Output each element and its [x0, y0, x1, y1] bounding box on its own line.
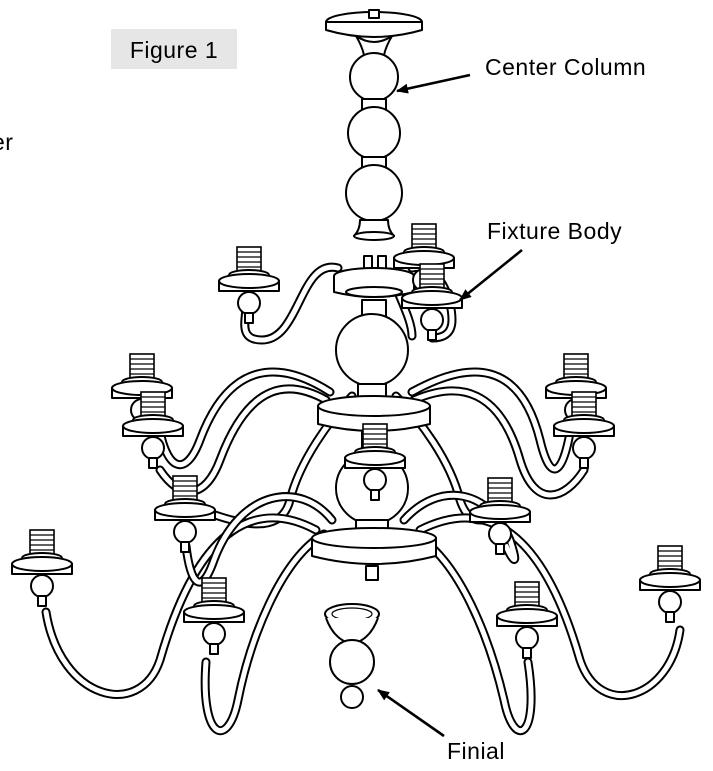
center-column-label: Center Column — [485, 54, 646, 80]
finial-label: Finial — [447, 738, 505, 764]
callout-fixture-body: Fixture Body — [459, 218, 622, 302]
fixture-body-part — [311, 255, 437, 581]
finial-part — [324, 603, 380, 709]
callout-center-column: Center Column — [396, 54, 646, 94]
figure-label-text: Figure 1 — [130, 37, 218, 63]
center-column-part — [325, 9, 423, 241]
figure-label: Figure 1 — [111, 29, 237, 69]
callout-finial: Finial — [377, 688, 505, 764]
fixture-body-label: Fixture Body — [487, 218, 622, 244]
cut-off-label: er — [0, 129, 13, 155]
